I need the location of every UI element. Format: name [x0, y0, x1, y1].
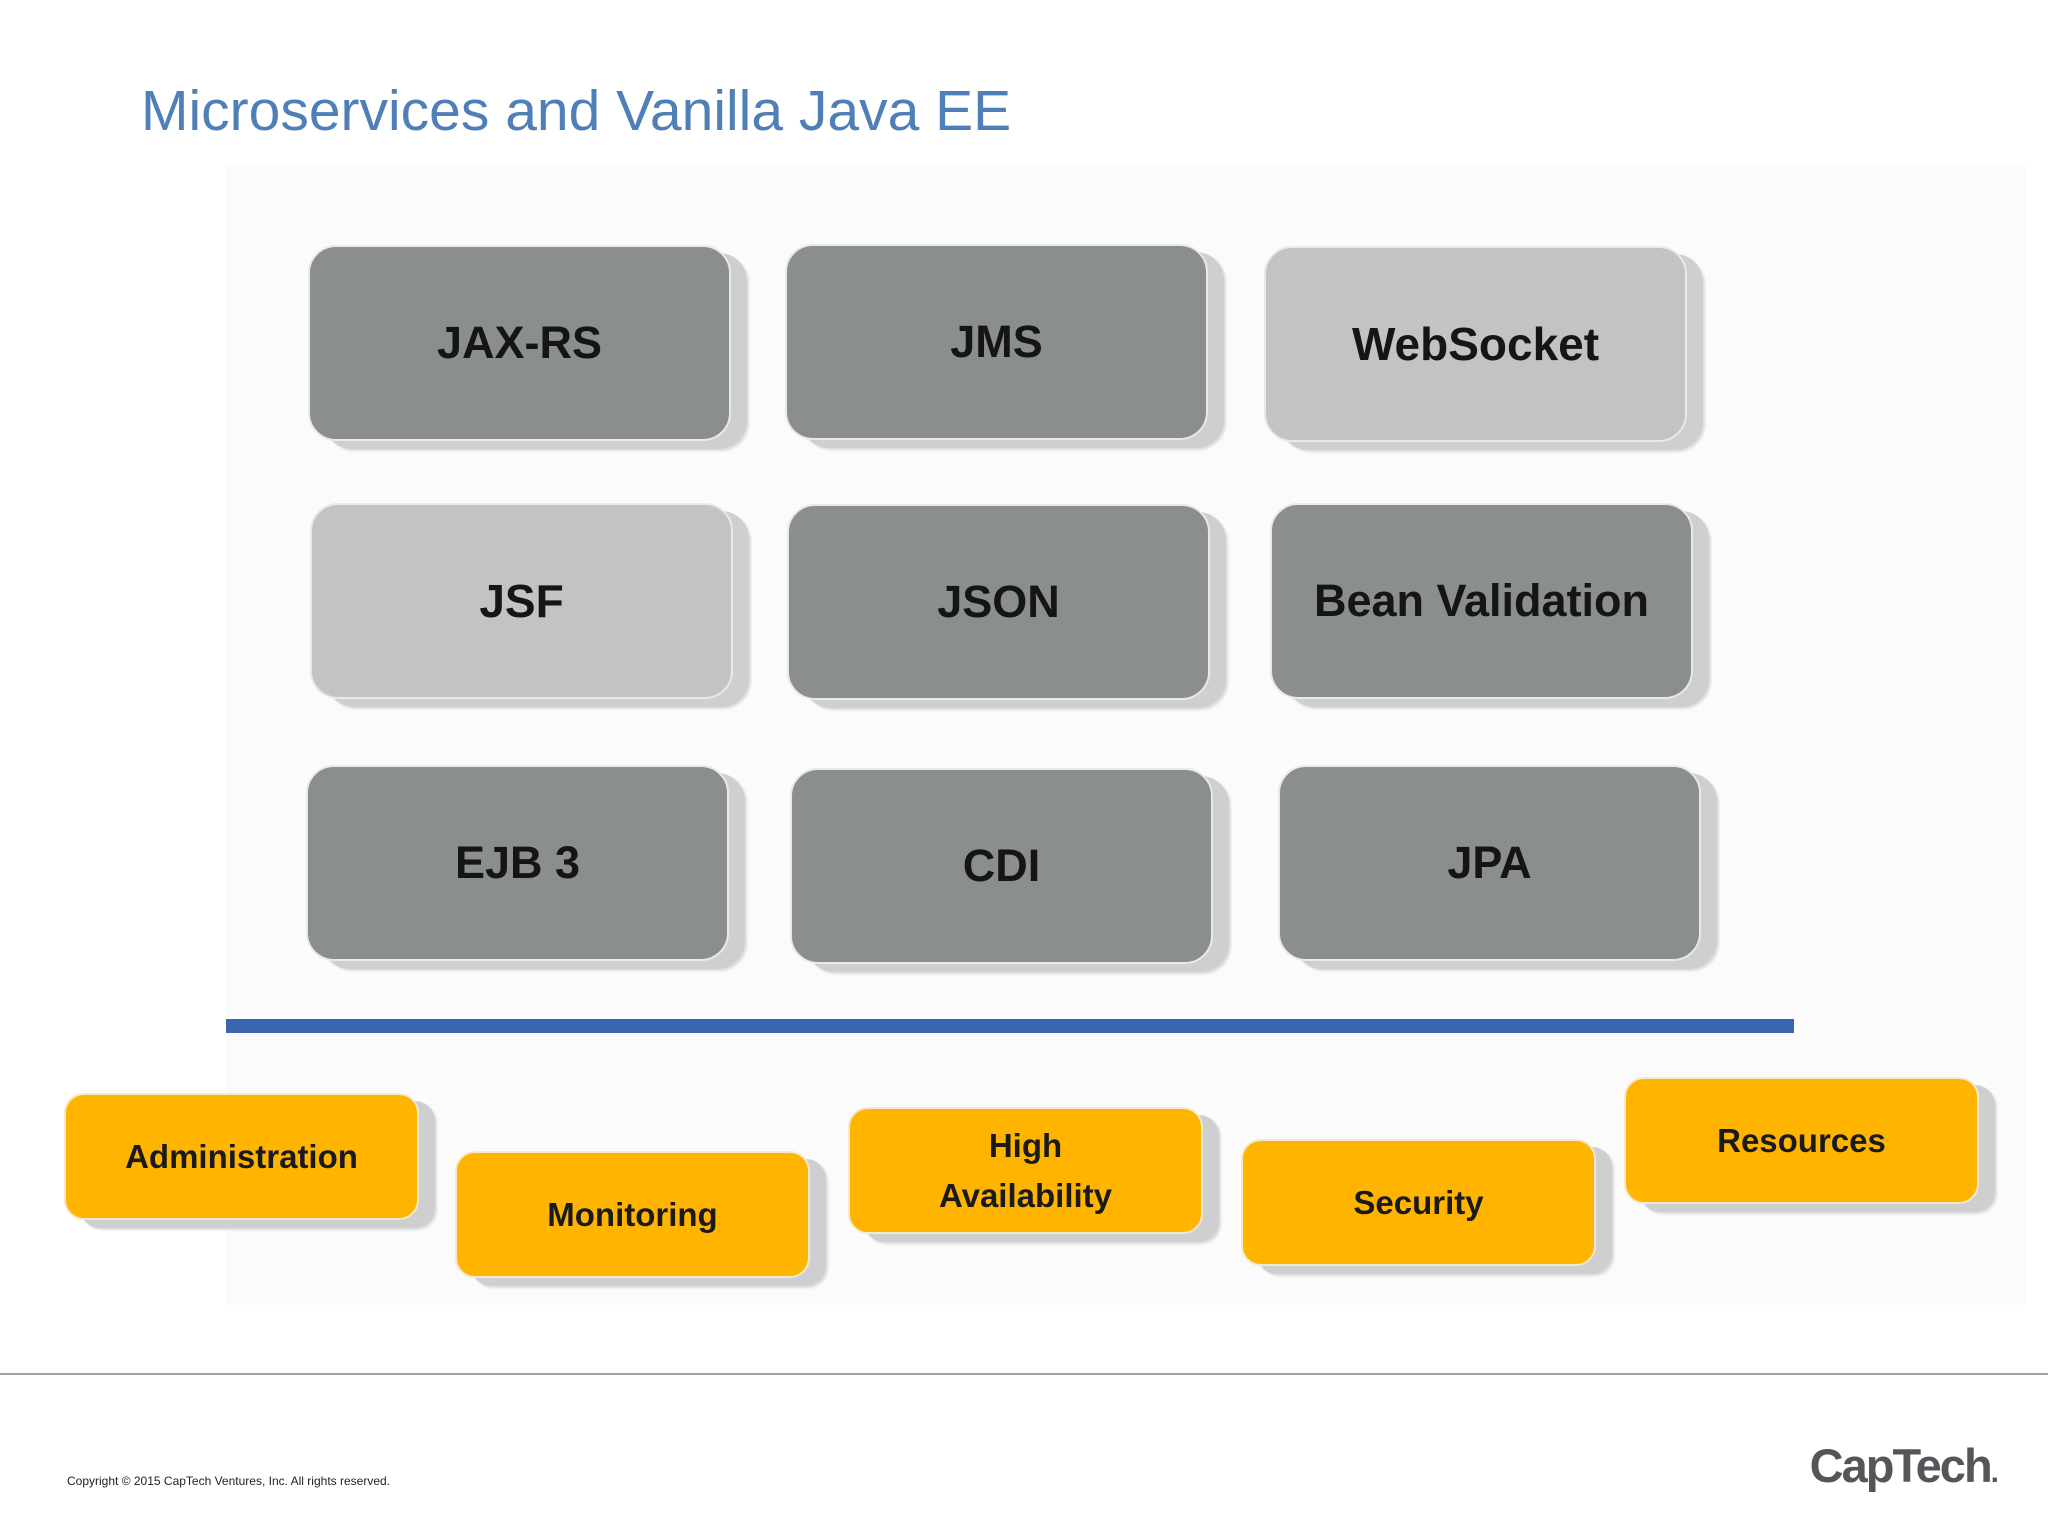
tile-jax-rs: JAX-RS — [308, 245, 731, 441]
footer-rule — [0, 1373, 2048, 1375]
capability-label: Resources — [1717, 1121, 1886, 1159]
capability-monitoring: Monitoring — [455, 1151, 810, 1278]
tile-jpa: JPA — [1278, 765, 1701, 961]
tile-websocket: WebSocket — [1264, 246, 1687, 442]
tile-label: Bean Validation — [1313, 575, 1650, 626]
tile-label: JMS — [950, 316, 1043, 367]
tile-label: CDI — [962, 840, 1041, 891]
layer-divider — [226, 1019, 1794, 1033]
tile-label: JSON — [937, 576, 1060, 627]
captech-logo: CapTech. — [1810, 1438, 1999, 1493]
tile-label: WebSocket — [1351, 318, 1600, 370]
capability-administration: Administration — [64, 1093, 419, 1220]
capability-label: High Availability — [938, 1126, 1112, 1214]
tile-label: JAX-RS — [436, 317, 603, 368]
capability-security: Security — [1241, 1139, 1596, 1266]
slide-title: Microservices and Vanilla Java EE — [141, 79, 1012, 143]
copyright-notice: Copyright © 2015 CapTech Ventures, Inc. … — [67, 1474, 391, 1488]
tile-cdi: CDI — [790, 768, 1213, 964]
capability-high-availability: High Availability — [848, 1107, 1203, 1234]
tile-bean-validation: Bean Validation — [1270, 503, 1693, 699]
tile-jms: JMS — [785, 244, 1208, 440]
capability-label: Monitoring — [547, 1195, 718, 1233]
capability-label: Administration — [125, 1137, 358, 1175]
tile-label: JPA — [1447, 837, 1532, 888]
logo-dot: . — [1990, 1456, 1999, 1489]
tile-label: EJB 3 — [454, 837, 581, 888]
logo-text: CapTech — [1809, 1439, 1993, 1492]
tile-jsf: JSF — [310, 503, 733, 699]
capability-resources: Resources — [1624, 1077, 1979, 1204]
tile-ejb-3: EJB 3 — [306, 765, 729, 961]
tile-json: JSON — [787, 504, 1210, 700]
capability-label: Security — [1353, 1183, 1484, 1221]
tile-label: JSF — [479, 575, 564, 627]
